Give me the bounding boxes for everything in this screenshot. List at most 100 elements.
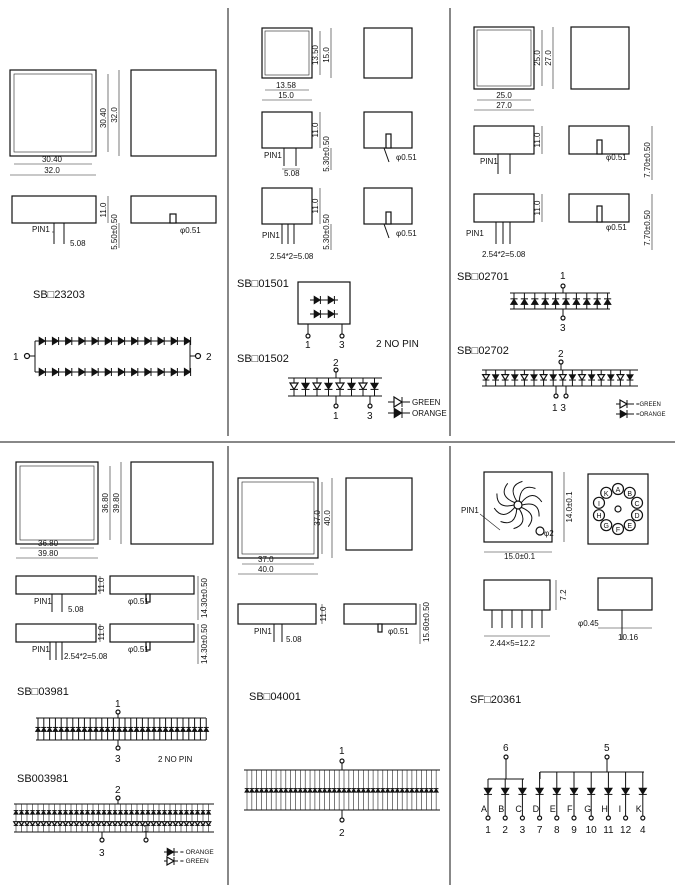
led-diode: [530, 298, 539, 305]
side-view: [473, 125, 535, 155]
led-diode: [587, 374, 596, 381]
petal-segment: [513, 508, 524, 530]
dim-pin-diameter-2: φ0.51: [606, 223, 627, 232]
petal-segment: [521, 506, 533, 527]
led-diode: [104, 726, 111, 732]
led-diode: [323, 382, 334, 390]
led-diode: [155, 821, 163, 827]
legend: GREEN ORANGE: [388, 395, 447, 419]
led-diode: [73, 810, 80, 815]
led-diode: [288, 382, 300, 391]
led-diode: [84, 821, 91, 827]
dim-width-inner: 36.80: [38, 539, 59, 548]
led-diode: [91, 336, 99, 346]
led-diode: [327, 295, 335, 305]
led-diode: [78, 367, 86, 377]
led-diode: [40, 821, 47, 827]
led-diode: [134, 810, 140, 815]
led-diode: [131, 336, 139, 346]
led-diode: [168, 726, 175, 732]
dim-pin-diameter: φ0.51: [396, 153, 417, 162]
led-diode: [273, 788, 279, 793]
pin-3-bottom: 3: [99, 848, 105, 859]
side-view: [237, 603, 317, 625]
led-diode: [170, 336, 178, 346]
led-diode: [561, 298, 571, 305]
led-diode: [183, 821, 190, 827]
dim-side-height-2: 11.0: [311, 198, 320, 214]
led-diode: [46, 726, 53, 732]
led-diode: [40, 810, 47, 815]
led-diode: [360, 788, 367, 793]
dim-width-outer: 15.0: [278, 91, 294, 100]
pin1-label: PIN1: [254, 627, 272, 636]
led-diode: [161, 810, 168, 815]
panel-sb23203: 30.40 32.0 30.40 32.0 11.0 5.50±0.50 PIN…: [9, 69, 217, 377]
dim-height-outer: 39.80: [112, 492, 121, 513]
led-diode: [139, 726, 146, 732]
segment-letter: I: [619, 804, 622, 814]
led-diode: [35, 810, 41, 815]
legend: =GREEN =ORANGE: [616, 398, 666, 419]
led-diode: [409, 788, 415, 793]
led-diode: [520, 298, 529, 305]
dial-segment: [600, 486, 613, 499]
led-diode: [177, 821, 185, 827]
dim-height-outer: 32.0: [110, 107, 119, 123]
led-diode: [104, 367, 112, 377]
led-diode: [331, 788, 338, 793]
led-diode: [18, 821, 25, 827]
led-diode: [84, 810, 91, 815]
led-diode: [418, 788, 425, 793]
pin1-label-2: PIN1: [32, 645, 50, 654]
display-back-view: [570, 26, 630, 90]
led-diode: [307, 788, 313, 793]
pins-1-3-bottom: 1 3: [552, 403, 566, 414]
led-diode: [316, 788, 323, 793]
display-front-view: [261, 27, 313, 79]
side-view: [483, 579, 551, 611]
dim-side-height: 11.0: [97, 577, 106, 593]
display-front-view: [237, 477, 319, 559]
led-diode: [530, 374, 538, 381]
segment-letter: C: [515, 804, 522, 814]
petal-segment: [493, 507, 516, 515]
led-diode: [183, 810, 190, 815]
pin-3-bottom: 3: [115, 754, 121, 765]
display-front-view: [473, 26, 535, 90]
led-diode: [78, 821, 86, 827]
led-diode: [282, 788, 289, 793]
led-diode: [194, 821, 201, 827]
led-diode: [346, 382, 357, 390]
side-view-2: [343, 603, 417, 625]
led-diode: [606, 374, 615, 381]
dim-pin-length: 15.60±0.50: [422, 601, 431, 642]
led-diode: [312, 788, 318, 793]
led-diode: [389, 788, 396, 793]
dim-pin-diameter: φ0.51: [606, 153, 627, 162]
dial-segment: [592, 496, 606, 509]
led-diode: [91, 367, 99, 377]
led-diode: [297, 788, 304, 793]
pin1-label: PIN1: [264, 151, 282, 160]
node-2: 2: [206, 352, 212, 363]
dim-pin-pitch: 5.08: [286, 635, 302, 644]
petal-segment: [518, 486, 536, 502]
dial-segment-letter: E: [627, 523, 632, 530]
led-diode: [106, 821, 113, 827]
legend-orange: = ORANGE: [180, 849, 214, 856]
led-diode: [300, 382, 311, 390]
led-diode: [117, 810, 124, 815]
no-pin-note: 2 NO PIN: [158, 755, 192, 764]
pin-2-top: 2: [333, 358, 339, 369]
led-diode: [379, 788, 386, 793]
led-diode: [185, 726, 192, 732]
led-diode: [170, 367, 178, 377]
led-diode: [65, 367, 73, 377]
pin-1: 1: [333, 411, 339, 422]
led-diode: [166, 821, 174, 827]
led-diode: [89, 821, 97, 827]
led-diode: [150, 810, 157, 815]
dim-height-outer: 27.0: [544, 50, 553, 66]
led-diode: [189, 810, 195, 815]
